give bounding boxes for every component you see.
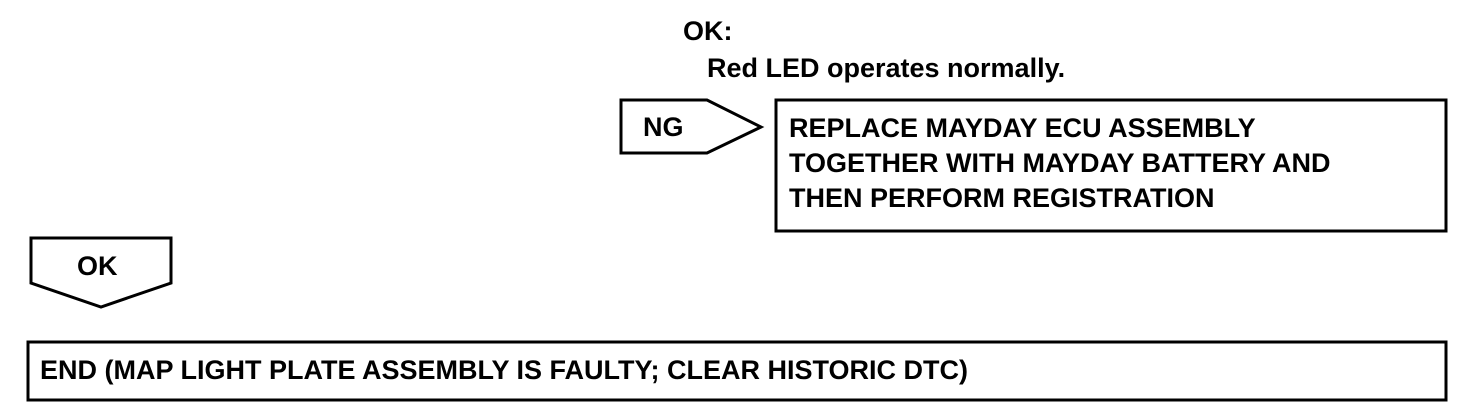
ng-action-line-1: REPLACE MAYDAY ECU ASSEMBLY [789,113,1256,143]
ng-action-box [774,98,1448,233]
ng-action-line-3: THEN PERFORM REGISTRATION [789,183,1215,213]
ok-arrow-shape [29,236,173,309]
criteria-text: Red LED operates normally. [707,53,1066,83]
ng-arrow-shape [619,98,765,155]
end-result-box [26,340,1448,402]
end-result-text: END (MAP LIGHT PLATE ASSEMBLY IS FAULTY;… [40,355,969,385]
ng-action-line-2: TOGETHER WITH MAYDAY BATTERY AND [789,148,1331,178]
ng-arrow-label: NG [643,112,684,142]
criteria-heading: OK: [683,16,733,46]
ok-arrow-label: OK [77,251,118,281]
